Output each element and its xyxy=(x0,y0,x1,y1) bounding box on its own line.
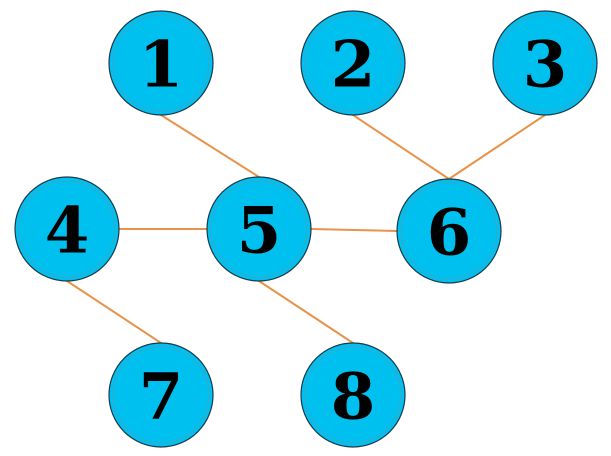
edge-5-8 xyxy=(258,280,354,344)
node-circle xyxy=(396,178,502,284)
nodes-layer: 1 2 3 4 5 6 7 8 xyxy=(14,10,598,448)
node-inner-ring xyxy=(304,346,402,444)
node-inner-ring xyxy=(18,180,116,278)
edges-layer xyxy=(66,114,546,344)
node-label: 4 xyxy=(45,194,90,269)
node-inner-ring xyxy=(496,14,594,112)
edge-2-6 xyxy=(352,114,450,180)
node-circle xyxy=(300,10,406,116)
node-label: 6 xyxy=(427,196,472,271)
node-inner-ring xyxy=(210,180,308,278)
node-inner-ring xyxy=(400,182,498,280)
node-label: 2 xyxy=(331,28,376,103)
node-circle xyxy=(14,176,120,282)
node-label: 3 xyxy=(523,28,568,103)
node-1: 1 xyxy=(108,10,214,116)
node-inner-ring xyxy=(112,346,210,444)
edge-5-6 xyxy=(310,228,398,232)
edge-1-5 xyxy=(160,114,260,178)
node-6: 6 xyxy=(396,178,502,284)
node-circle xyxy=(300,342,406,448)
edge-3-6 xyxy=(448,114,546,180)
node-8: 8 xyxy=(300,342,406,448)
node-circle xyxy=(108,10,214,116)
node-inner-ring xyxy=(112,14,210,112)
node-circle xyxy=(492,10,598,116)
node-4: 4 xyxy=(14,176,120,282)
node-circle xyxy=(108,342,214,448)
node-label: 1 xyxy=(139,28,184,103)
edge-4-7 xyxy=(66,280,162,344)
node-circle xyxy=(206,176,312,282)
node-7: 7 xyxy=(108,342,214,448)
node-2: 2 xyxy=(300,10,406,116)
node-label: 7 xyxy=(139,360,184,435)
node-label: 8 xyxy=(331,360,376,435)
node-3: 3 xyxy=(492,10,598,116)
node-5: 5 xyxy=(206,176,312,282)
node-label: 5 xyxy=(237,194,282,269)
node-inner-ring xyxy=(304,14,402,112)
